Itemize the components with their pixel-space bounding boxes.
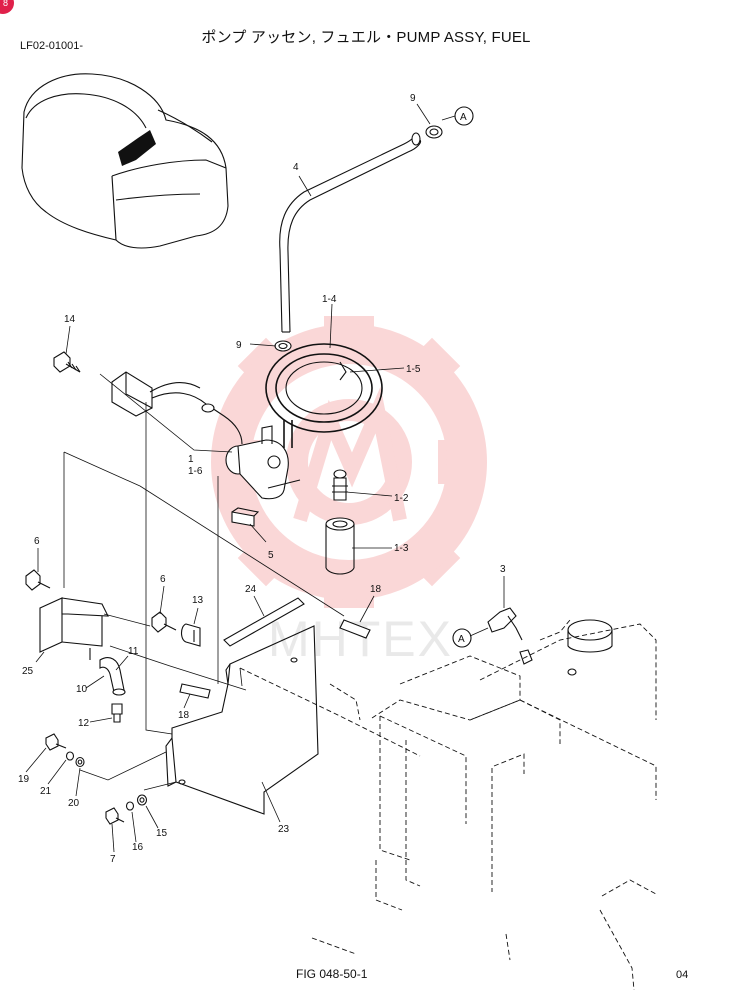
fuel-pump-part-1 — [225, 425, 301, 500]
pad-part-18-right — [339, 619, 371, 639]
machine-frame-tank — [239, 619, 657, 991]
callout-18-right: 18 — [370, 584, 382, 595]
plug-part-12 — [111, 703, 123, 723]
callout-21: 21 — [40, 786, 52, 797]
machine-overview-icon — [21, 73, 229, 249]
corner-badge: 8 — [0, 0, 14, 14]
catalog-code: LF02-01001- — [20, 40, 83, 52]
callout-18-left: 18 — [178, 710, 190, 721]
callout-9-mid: 9 — [236, 340, 242, 351]
callout-16: 16 — [132, 842, 144, 853]
bolt-part-6-left — [25, 569, 51, 591]
plate-part-23 — [165, 625, 319, 815]
callout-1: 1 — [188, 454, 194, 465]
pump-connector-harness — [111, 371, 243, 445]
callout-23: 23 — [278, 824, 290, 835]
fitting-part-1-2 — [332, 469, 348, 501]
page-number: 04 — [676, 969, 689, 981]
callout-11: 11 — [128, 646, 139, 657]
pad-part-24 — [223, 597, 305, 647]
callout-14: 14 — [64, 314, 76, 325]
page-title: ポンプ アッセン, フュエル・PUMP ASSY, FUEL — [201, 29, 531, 46]
callout-1-2: 1-2 — [394, 493, 409, 504]
callout-4: 4 — [293, 162, 299, 173]
callout-5: 5 — [268, 550, 274, 561]
callout-1-5: 1-5 — [406, 364, 421, 375]
washer-part-16 — [125, 801, 135, 811]
callout-9-top: 9 — [410, 93, 416, 104]
callout-15: 15 — [156, 828, 168, 839]
reference-circle-a-right — [452, 628, 472, 648]
bolt-part-14 — [53, 351, 81, 373]
callout-24: 24 — [245, 584, 257, 595]
callout-20: 20 — [68, 798, 80, 809]
callout-7: 7 — [110, 854, 116, 865]
callout-12: 12 — [78, 718, 90, 729]
callout-1-3: 1-3 — [394, 543, 409, 554]
callout-1-4: 1-4 — [322, 294, 337, 305]
callout-1-6: 1-6 — [188, 466, 203, 477]
bolt-part-6-mid — [151, 611, 177, 633]
clip-part-13 — [180, 623, 201, 647]
bolt-part-7 — [105, 807, 125, 825]
callout-19: 19 — [18, 774, 30, 785]
figure-number: FIG 048-50-1 — [296, 967, 368, 981]
washer-part-15 — [136, 794, 148, 806]
leader-lines — [25, 103, 505, 853]
filter-part-1-3 — [325, 517, 355, 575]
assembly-guide-lines — [63, 402, 345, 791]
bracket-part-25 — [39, 597, 109, 660]
callout-ref-a-top: A — [460, 112, 467, 123]
watermark-text: MHTEX — [268, 611, 453, 667]
elbow-part-10-11 — [99, 657, 126, 696]
callout-labels: 9 A 4 1-4 9 1-5 14 1 1-6 1-2 5 1-3 6 6 1… — [18, 93, 506, 865]
fitting-part-3 — [487, 607, 533, 665]
bolt-part-19 — [45, 733, 67, 751]
callout-25: 25 — [22, 666, 34, 677]
clamp-part-9-top — [425, 125, 443, 139]
callout-10: 10 — [76, 684, 88, 695]
callout-6-left: 6 — [34, 536, 40, 547]
callout-6-mid: 6 — [160, 574, 166, 585]
hose-part-4 — [279, 132, 422, 333]
coiled-hose-part-1-4 — [265, 343, 383, 448]
washer-part-20 — [75, 756, 85, 768]
washer-part-21 — [65, 751, 75, 761]
callout-13: 13 — [192, 595, 204, 606]
callout-ref-a-right: A — [458, 634, 465, 645]
pad-part-18-left — [179, 683, 211, 699]
clamp-part-9-mid — [274, 340, 292, 352]
callout-3: 3 — [500, 564, 506, 575]
pad-part-5 — [231, 507, 260, 527]
